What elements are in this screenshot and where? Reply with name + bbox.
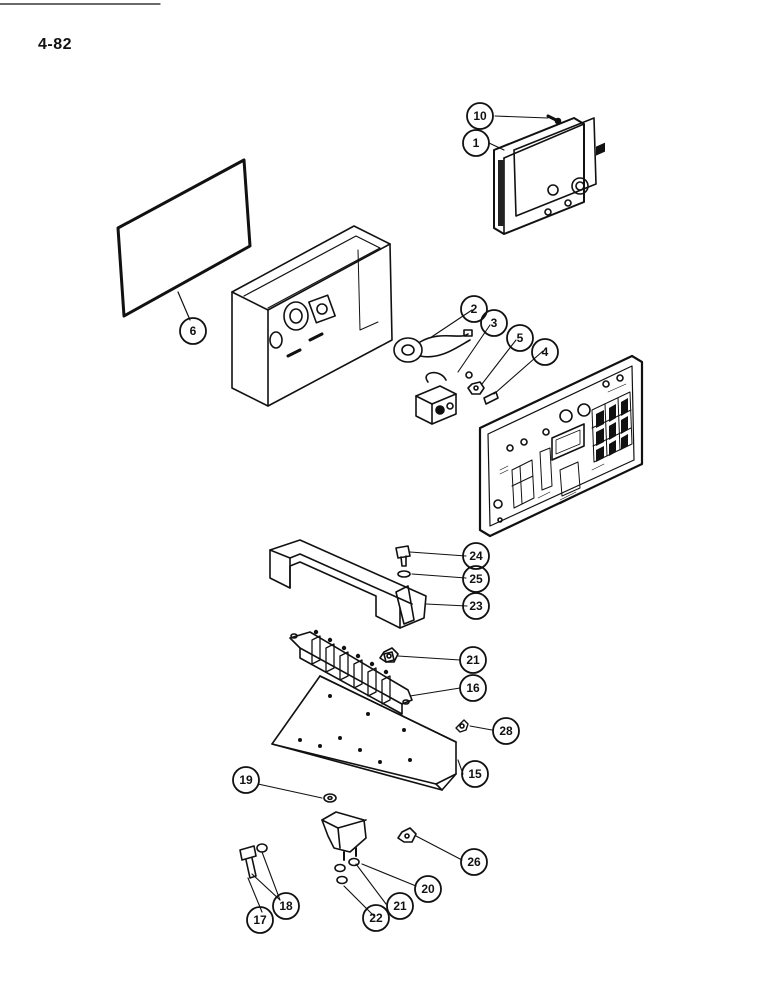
callout-19: 19	[232, 766, 260, 794]
callout-23: 23	[462, 592, 490, 620]
svg-text:25: 25	[469, 572, 483, 586]
callout-26: 26	[460, 848, 488, 876]
callout-20: 20	[414, 875, 442, 903]
callout-10: 10	[466, 102, 494, 130]
svg-text:21: 21	[393, 899, 407, 913]
control-panel	[478, 142, 644, 538]
svg-text:6: 6	[190, 324, 197, 338]
svg-text:3: 3	[491, 316, 498, 330]
callout-16: 16	[459, 674, 487, 702]
washer-19	[323, 793, 337, 803]
gasket-panel	[116, 158, 252, 321]
svg-text:23: 23	[469, 599, 483, 613]
callout-22: 22	[362, 904, 390, 932]
callout-2: 2	[460, 295, 488, 323]
mounting-channel	[269, 539, 427, 629]
solenoid-block	[415, 371, 473, 425]
l-bracket	[271, 675, 457, 791]
callout-24: 24	[462, 542, 490, 570]
callout-17: 17	[246, 906, 274, 934]
bolt-and-washer	[395, 545, 411, 578]
callout-21-lower: 21	[386, 892, 414, 920]
bolt-17	[239, 843, 268, 879]
svg-text:21: 21	[466, 653, 480, 667]
nut-26	[397, 827, 417, 843]
callout-1: 1	[462, 129, 490, 157]
callouts: 10 1 6 2 3 5 4 24 25 23 21 16 28 15 19 2…	[179, 102, 559, 934]
callout-25: 25	[462, 565, 490, 593]
callout-15: 15	[461, 760, 489, 788]
callout-18: 18	[272, 892, 300, 920]
coil-sender	[393, 329, 473, 363]
svg-text:20: 20	[421, 882, 435, 896]
svg-text:18: 18	[279, 899, 293, 913]
svg-text:16: 16	[466, 681, 480, 695]
svg-text:5: 5	[517, 331, 524, 345]
callout-21-upper: 21	[459, 646, 487, 674]
leader-lines	[247, 115, 549, 917]
terminal-strip	[289, 629, 413, 715]
nut-upper	[379, 647, 399, 663]
relay	[321, 811, 367, 861]
svg-text:15: 15	[468, 767, 482, 781]
svg-text:24: 24	[469, 549, 483, 563]
callout-4: 4	[531, 338, 559, 366]
svg-text:10: 10	[473, 109, 487, 123]
svg-text:26: 26	[467, 855, 481, 869]
svg-text:1: 1	[473, 136, 480, 150]
callout-3: 3	[480, 309, 508, 337]
svg-text:19: 19	[239, 773, 253, 787]
callout-6: 6	[179, 317, 207, 345]
callout-5: 5	[506, 324, 534, 352]
svg-text:22: 22	[369, 911, 383, 925]
housing-box	[231, 225, 393, 407]
star-washer	[455, 719, 469, 733]
svg-text:17: 17	[253, 913, 267, 927]
meter-module	[493, 114, 597, 235]
svg-text:4: 4	[542, 345, 549, 359]
page-number: 4-82	[38, 36, 73, 53]
svg-text:28: 28	[499, 724, 513, 738]
svg-text:2: 2	[471, 302, 478, 316]
callout-28: 28	[492, 717, 520, 745]
nut-and-screw	[467, 381, 499, 405]
small-nuts	[334, 857, 360, 885]
